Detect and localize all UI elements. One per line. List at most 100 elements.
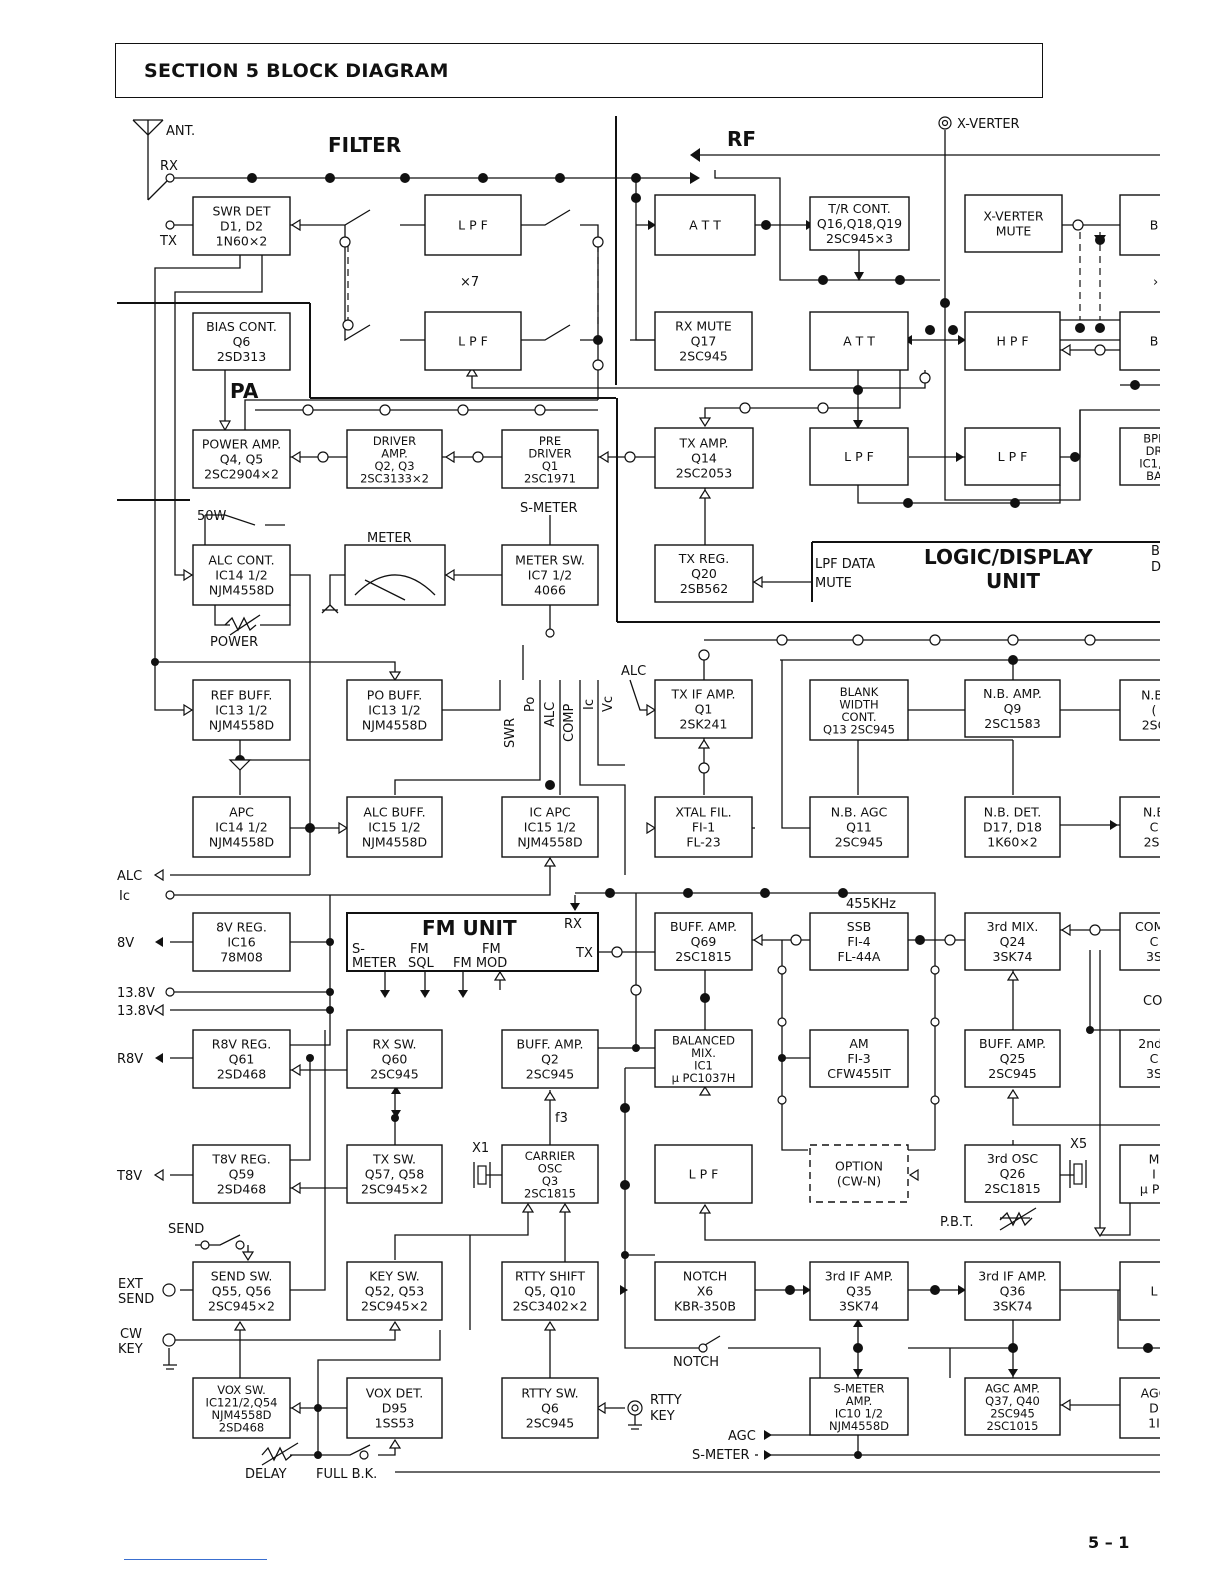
block-ssb-filter-frame xyxy=(809,912,909,971)
block-buff-amp-q2-frame xyxy=(501,1029,599,1089)
block-att-2-frame xyxy=(809,311,909,371)
block-lpf-if: L P F xyxy=(654,1144,753,1204)
block-alc-buff-line: ALC BUFF. xyxy=(363,805,425,820)
block-3rd-osc-frame xyxy=(964,1144,1061,1203)
block-notch-line: NOTCH xyxy=(683,1269,727,1284)
block-cut-nb-1-line: N.B. xyxy=(1141,688,1167,703)
block-buff-amp-q69-frame xyxy=(654,912,753,971)
block-cut-b-2-frame xyxy=(1119,311,1160,371)
block-3rd-mix-line: Q24 xyxy=(1000,934,1026,949)
block-tr-cont-frame xyxy=(809,196,910,251)
block-balanced-mix-line: BALANCED xyxy=(672,1033,735,1047)
block-power-amp-line: Q4, Q5 xyxy=(220,452,264,467)
page-number: 5 – 1 xyxy=(1088,1533,1130,1552)
block-send-sw-line: Q55, Q56 xyxy=(212,1284,271,1299)
block-cut-b-1: B xyxy=(1119,194,1160,256)
block-apc-line: APC xyxy=(229,805,254,820)
ic-v-label: Ic xyxy=(582,699,597,710)
block-xtal-fil-line: FL-23 xyxy=(686,835,720,850)
block-cut-b-2-line: B xyxy=(1150,334,1159,349)
block-tx-sw-line: Q57, Q58 xyxy=(365,1167,424,1182)
block-notch-line: KBR-350B xyxy=(674,1299,736,1314)
block-nb-amp-frame xyxy=(964,679,1061,738)
block-t8v-reg-line: T8V REG. xyxy=(211,1152,270,1167)
block-xtal-fil-frame xyxy=(654,796,753,858)
block-pre-driver-line: Q1 xyxy=(542,459,558,473)
block-xtal-fil-line: XTAL FIL. xyxy=(675,805,731,820)
full-bk-label: FULL B.K. xyxy=(316,1467,377,1482)
block-lpf-filter-1: L P F xyxy=(424,194,522,256)
block-rx-sw-frame xyxy=(346,1029,443,1089)
block-rtty-shift-line: 2SC3402×2 xyxy=(513,1299,588,1314)
section-pa-label: PA xyxy=(230,379,259,403)
block-buff-amp-q69-line: 2SC1815 xyxy=(675,949,731,964)
block-cut-agc-frame xyxy=(1119,1377,1160,1439)
ext-send-label: SEND xyxy=(118,1292,154,1307)
block-buff-amp-q2-line: Q2 xyxy=(541,1052,559,1067)
block-8v-reg-line: 78M08 xyxy=(220,950,263,965)
block-att-1-line: A T T xyxy=(689,218,721,233)
send-label: SEND xyxy=(168,1222,204,1237)
block-driver-amp-line: AMP. xyxy=(381,446,408,460)
block-tx-reg-frame xyxy=(654,544,754,603)
block-cut-l-frame xyxy=(1119,1261,1160,1321)
block-ref-buff-line: REF BUFF. xyxy=(211,688,273,703)
block-bias-cont-line: Q6 xyxy=(233,334,251,349)
cut-b-label: B xyxy=(1151,544,1160,559)
block-cut-nb-2-line: 2S( xyxy=(1144,835,1165,850)
block-tx-reg-line: 2SB562 xyxy=(680,581,728,596)
block-alc-cont-line: NJM4558D xyxy=(209,583,274,598)
connector-circles xyxy=(162,116,1106,1460)
block-cut-nb-2-frame xyxy=(1119,796,1160,858)
block-buff-amp-q2-line: BUFF. AMP. xyxy=(517,1037,584,1052)
block-tx-amp-frame xyxy=(654,427,754,489)
block-rtty-sw-line: 2SC945 xyxy=(526,1416,574,1431)
block-8v-reg-line: IC16 xyxy=(227,935,255,950)
block-swr-det-line: 1N60×2 xyxy=(216,234,268,249)
block-tr-cont-line: 2SC945×3 xyxy=(826,231,893,246)
block-driver-amp-line: DRIVER xyxy=(373,434,416,448)
s-meter-top-label: S-METER xyxy=(520,501,578,516)
block-swr-det-line: SWR DET xyxy=(212,204,270,219)
block-po-buff-line: PO BUFF. xyxy=(367,688,422,703)
50w-label: 50W xyxy=(197,509,227,524)
block-cut-2nd-frame xyxy=(1119,1029,1160,1088)
block-hpf: H P F xyxy=(964,311,1061,371)
block-meter-sw-line: 4066 xyxy=(534,583,566,598)
block-tx-if-amp-line: TX IF AMP. xyxy=(671,687,736,702)
block-pre-driver-line: 2SC1971 xyxy=(524,471,576,485)
block-buff-amp-q25-line: Q25 xyxy=(1000,1051,1026,1066)
x5-label: X5 xyxy=(1070,1137,1087,1152)
block-cut-m-frame xyxy=(1119,1144,1160,1204)
block-blank-width-cont-line: BLANK xyxy=(840,685,879,699)
signal-arrows xyxy=(153,148,1118,1460)
block-rx-mute-line: 2SC945 xyxy=(679,349,727,364)
block-blank-width-cont-line: Q13 2SC945 xyxy=(823,722,895,736)
block-cut-comb-line: C xyxy=(1150,934,1159,949)
block-rtty-shift-frame xyxy=(501,1261,599,1321)
block-carrier-osc-line: OSC xyxy=(538,1161,562,1175)
block-carrier-osc-line: Q3 xyxy=(542,1174,558,1188)
block-notch-line: X6 xyxy=(697,1284,714,1299)
block-att-1: A T T xyxy=(654,194,756,256)
block-carrier-osc-frame xyxy=(501,1144,599,1204)
block-rx-sw-line: Q60 xyxy=(382,1052,408,1067)
block-buff-amp-q69-line: BUFF. AMP. xyxy=(670,919,737,934)
block-option-cwn-line: (CW-N) xyxy=(837,1174,881,1189)
13-8v-label-1: 13.8V xyxy=(117,986,155,1001)
block-apc-line: IC14 1/2 xyxy=(215,820,267,835)
block-cut-agc-line: D xyxy=(1149,1401,1159,1416)
